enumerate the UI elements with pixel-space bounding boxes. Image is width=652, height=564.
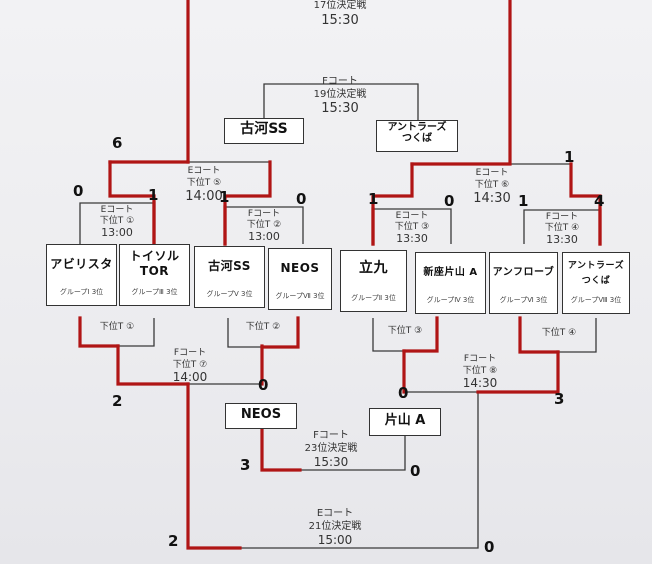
r2-left-court: Eコート — [187, 166, 221, 176]
match17-title: 17位決定戦 — [313, 0, 367, 11]
plain-lines — [79, 83, 601, 549]
match19-title: 19位決定戦 — [313, 89, 367, 100]
match8-court: Fコート — [463, 354, 497, 364]
match7-title: 下位T ⑦ — [172, 360, 208, 370]
match19-team-left-name: 古河SS — [240, 121, 288, 137]
r2-left-top-score: 6 — [112, 134, 123, 152]
team-box-2: トイソル TOR グループⅢ 3位 — [119, 244, 190, 306]
match21-score-right: 0 — [484, 538, 495, 556]
team-box-8: アントラーズ つくば グループⅧ 3位 — [562, 252, 630, 314]
team-4-name: NEOS — [280, 261, 320, 275]
r1-1-score-right: 1 — [148, 186, 159, 204]
team-8-name: アントラーズ つくば — [567, 261, 625, 286]
match19-time: 15:30 — [321, 101, 359, 116]
match21-court: Eコート — [316, 508, 354, 519]
winner-lines — [78, 0, 602, 550]
r1-2-time: 13:00 — [248, 230, 280, 243]
team-1-name: アビリスタ — [50, 257, 113, 271]
match19-team-right: アントラーズ つくば — [376, 120, 458, 152]
match21-score-left: 2 — [168, 532, 179, 550]
match21-time: 15:00 — [317, 533, 353, 547]
team-box-4: NEOS グループⅦ 3位 — [268, 248, 332, 310]
r2-left-title: 下位T ⑤ — [186, 178, 222, 188]
team-7-name: アンフローブ — [492, 267, 555, 278]
r1-1-score-left: 0 — [73, 182, 84, 200]
r2-right-time: 14:30 — [473, 191, 511, 206]
match23-score-left: 3 — [240, 456, 251, 474]
r2-left-time: 14:00 — [185, 189, 223, 204]
team-5-group: グループⅡ 3位 — [351, 294, 396, 302]
match23-team-left-name: NEOS — [240, 407, 282, 422]
r1-3-title: 下位T ③ — [394, 222, 430, 232]
match23-title: 23位決定戦 — [304, 443, 358, 454]
r1-4-time: 13:30 — [546, 233, 578, 246]
r1-2-title: 下位T ② — [246, 220, 282, 230]
team-6-name: 新座片山 A — [423, 267, 478, 278]
team-3-name: 古河SS — [208, 259, 251, 273]
r1-4-title: 下位T ④ — [544, 223, 580, 233]
r1-1-time: 13:00 — [101, 226, 133, 239]
r1-3-court: Eコート — [395, 211, 429, 221]
team-1-group: グループⅠ 3位 — [59, 288, 104, 296]
match23-time: 15:30 — [313, 455, 349, 469]
match23-score-right: 0 — [410, 462, 421, 480]
match7-score-left: 2 — [112, 392, 123, 410]
r1-4-court: Fコート — [545, 212, 579, 222]
match17-time: 15:30 — [321, 13, 359, 28]
team-3-group: グループⅤ 3位 — [206, 290, 253, 298]
r1-2-score-left: 1 — [219, 188, 230, 206]
r1-3-score-left: 1 — [368, 190, 379, 208]
r2-right-top-score: 1 — [564, 148, 575, 166]
team-box-1: アビリスタ グループⅠ 3位 — [46, 244, 117, 306]
r1-1-title: 下位T ① — [99, 216, 135, 226]
team-2-group: グループⅢ 3位 — [131, 288, 178, 296]
match19-court: Fコート — [322, 76, 358, 87]
match21-title: 21位決定戦 — [308, 521, 362, 532]
r2-right-title: 下位T ⑥ — [474, 180, 510, 190]
team-4-group: グループⅦ 3位 — [275, 292, 325, 300]
team-6-group: グループⅣ 3位 — [426, 296, 475, 304]
match8-score-left: 0 — [398, 384, 409, 402]
loser-label-3: 下位T ③ — [387, 326, 423, 336]
match8-score-right: 3 — [554, 390, 565, 408]
r1-4-score-left: 1 — [518, 192, 529, 210]
team-box-7: アンフローブ グループⅥ 3位 — [489, 252, 558, 314]
match23-court: Fコート — [313, 430, 349, 441]
r1-3-score-right: 0 — [444, 192, 455, 210]
loser-label-4: 下位T ④ — [541, 328, 577, 338]
team-7-group: グループⅥ 3位 — [499, 296, 548, 304]
r1-3-time: 13:30 — [396, 232, 428, 245]
loser-label-1: 下位T ① — [99, 322, 135, 332]
team-box-3: 古河SS グループⅤ 3位 — [194, 246, 265, 308]
r1-2-court: Fコート — [247, 209, 281, 219]
match8-time: 14:30 — [462, 376, 498, 390]
match19-team-right-name: アントラーズ つくば — [387, 122, 447, 144]
match8-title: 下位T ⑧ — [462, 366, 498, 376]
match23-team-right: 片山 A — [369, 408, 441, 436]
r1-4-score-right: 4 — [594, 192, 605, 210]
team-5-name: 立九 — [359, 260, 388, 276]
team-2-name: トイソル TOR — [129, 249, 180, 278]
r1-2-score-right: 0 — [296, 190, 307, 208]
team-box-5: 立九 グループⅡ 3位 — [340, 250, 407, 312]
team-8-group: グループⅧ 3位 — [570, 296, 622, 304]
match7-court: Fコート — [173, 348, 207, 358]
match19-team-left: 古河SS — [224, 118, 304, 144]
match23-team-left: NEOS — [225, 403, 297, 429]
r2-right-court: Eコート — [475, 168, 509, 178]
match7-score-right: 0 — [258, 376, 269, 394]
loser-label-2: 下位T ② — [245, 322, 281, 332]
match7-time: 14:00 — [172, 370, 208, 384]
r1-1-court: Eコート — [100, 205, 134, 215]
match23-team-right-name: 片山 A — [384, 413, 426, 428]
team-box-6: 新座片山 A グループⅣ 3位 — [415, 252, 486, 314]
